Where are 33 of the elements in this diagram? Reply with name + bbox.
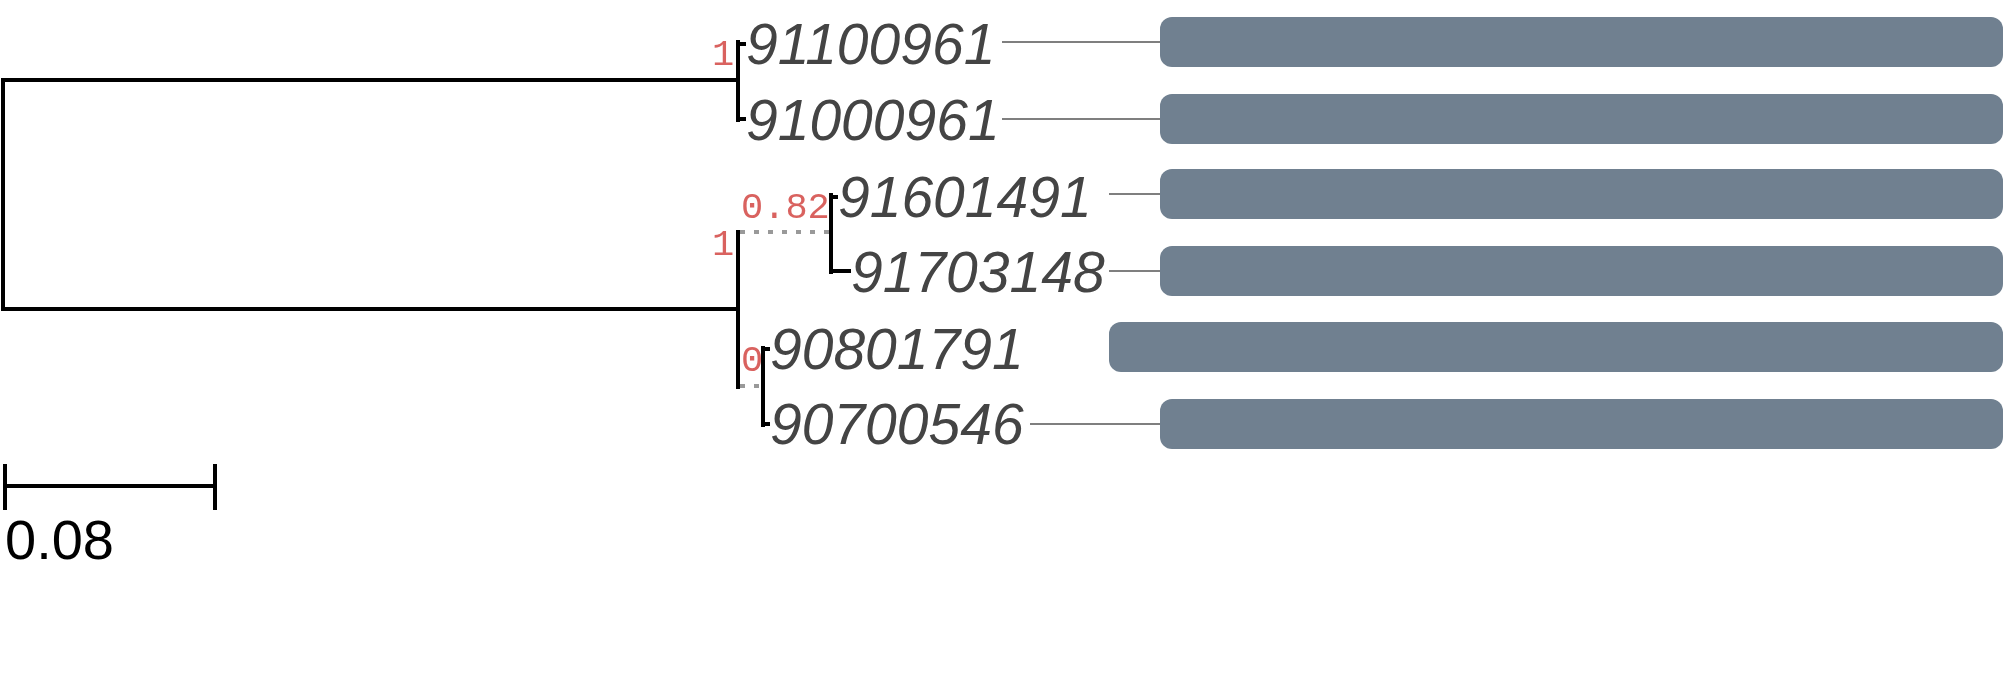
clade-bracket: 0.82 <box>741 193 833 274</box>
leader-line <box>1029 423 1161 425</box>
domain-bar <box>1160 17 2003 67</box>
clade-bracket: 1 <box>712 40 740 122</box>
leaf-label: 91601491 <box>838 175 1109 219</box>
leader-line <box>1001 41 1161 43</box>
scale-label: 0.08 <box>5 519 114 561</box>
leaf-label: 91100961 <box>746 22 1002 66</box>
leaf-label: 91703148 <box>851 250 1109 294</box>
leader-line <box>1001 118 1161 120</box>
tree-branch <box>833 269 851 273</box>
tree-branch <box>740 42 746 46</box>
leaf-label: 90801791 <box>770 327 1032 371</box>
root-line <box>0 78 5 311</box>
domain-bar <box>1160 246 2003 296</box>
domain-bar <box>1109 322 2003 372</box>
tree-branch <box>5 307 736 311</box>
leader-line <box>1108 193 1161 195</box>
dotted-branch <box>740 230 829 234</box>
tree-branch <box>765 347 770 351</box>
tree-branch <box>5 78 736 82</box>
domain-bar <box>1160 399 2003 449</box>
domain-bar <box>1160 169 2003 219</box>
tree-branch <box>833 195 838 199</box>
leaf-label: 90700546 <box>770 402 1030 446</box>
clade-bracket: 1 <box>712 230 740 389</box>
domain-bar <box>1160 94 2003 144</box>
leader-line <box>1108 270 1161 272</box>
tree-branch <box>740 117 746 121</box>
clade-bracket: 0 <box>741 346 765 427</box>
leaf-label: 91000961 <box>746 98 1002 142</box>
dotted-branch <box>740 384 761 388</box>
tree-branch <box>765 422 770 426</box>
